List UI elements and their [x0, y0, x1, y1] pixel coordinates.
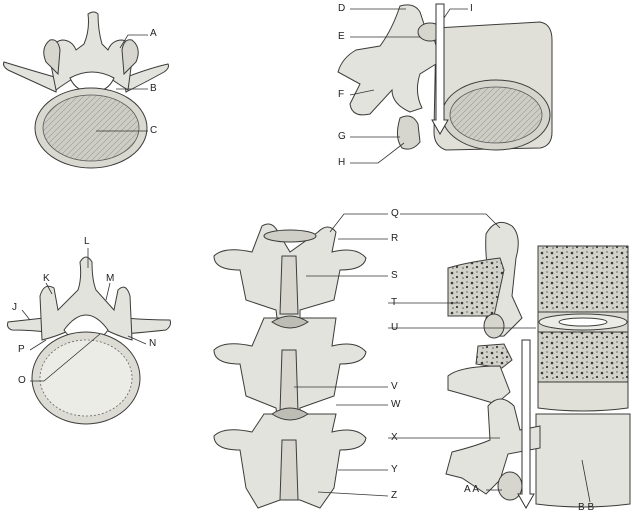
label-aa: A A [464, 484, 480, 495]
label-s: S [391, 270, 398, 281]
label-x: X [391, 432, 398, 443]
label-v: V [391, 381, 398, 392]
leader-f [349, 89, 375, 96]
label-u: U [391, 322, 399, 333]
leader-h [350, 142, 405, 164]
label-q: Q [391, 208, 399, 219]
label-k: K [43, 273, 50, 284]
label-r: R [391, 233, 399, 244]
label-m: M [106, 273, 115, 284]
label-c: C [150, 125, 158, 136]
label-z: Z [391, 490, 398, 501]
superior-view-vertebra [3, 11, 169, 169]
superior-view-second-vertebra [7, 256, 171, 425]
label-h: H [338, 157, 346, 168]
label-p: P [18, 344, 25, 355]
leader-o [30, 333, 101, 382]
label-d: D [338, 3, 346, 14]
leader-p [29, 339, 47, 351]
lateral-view-column [445, 221, 631, 510]
label-i: I [470, 3, 473, 14]
label-f: F [338, 89, 345, 100]
leader-m [105, 282, 111, 301]
label-b: B [150, 83, 157, 94]
label-l: L [84, 236, 90, 247]
label-a: A [150, 28, 157, 39]
leader-j [21, 309, 31, 321]
leader-i [443, 8, 468, 19]
leader-q-lateral [400, 213, 501, 229]
leader-bb [581, 459, 591, 503]
leader-z [317, 491, 389, 497]
label-o: O [18, 375, 26, 386]
label-g: G [338, 131, 346, 142]
label-e: E [338, 31, 345, 42]
leader-k [45, 282, 53, 295]
leader-q [329, 213, 388, 233]
posterior-view-column [213, 223, 367, 509]
label-bb: B B [578, 502, 595, 513]
label-w: W [391, 399, 401, 410]
label-y: Y [391, 464, 398, 475]
leader-lines [21, 8, 591, 503]
lateral-view-vertebra [337, 3, 553, 151]
leader-n [127, 335, 147, 345]
label-j: J [12, 302, 17, 313]
label-t: T [391, 297, 398, 308]
label-n: N [149, 338, 157, 349]
leader-a [119, 34, 148, 49]
